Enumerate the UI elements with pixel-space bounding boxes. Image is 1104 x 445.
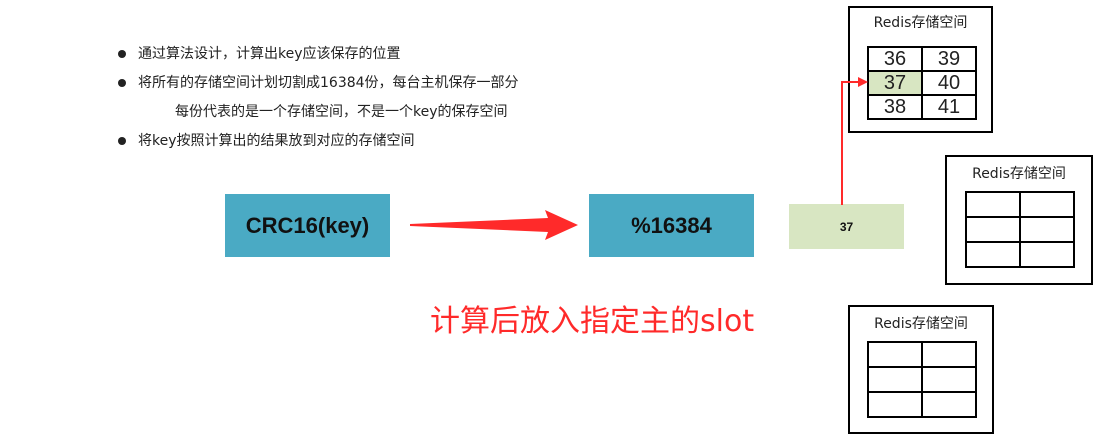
slot-cell xyxy=(867,366,923,393)
slot-cell xyxy=(1019,241,1075,268)
redis-storage-title: Redis存储空间 xyxy=(874,316,968,332)
slot-cell xyxy=(965,241,1021,268)
slot-cell xyxy=(965,216,1021,243)
redis-storage-title: Redis存储空间 xyxy=(972,166,1066,182)
bullet-item: 通过算法设计，计算出key应该保存的位置 xyxy=(118,40,519,69)
slot-cell: 39 xyxy=(921,46,977,72)
bullet-item: 将key按照计算出的结果放到对应的存储空间 xyxy=(118,127,519,156)
bullet-dot-icon xyxy=(118,79,126,87)
redis-storage-2: Redis存储空间 xyxy=(945,155,1093,285)
slot-cell xyxy=(965,191,1021,218)
bullet-text: 每份代表的是一个存储空间，不是一个key的保存空间 xyxy=(175,104,508,120)
redis-storage-1: Redis存储空间 36 39 37 40 38 41 xyxy=(848,6,993,133)
slot-cell xyxy=(1019,191,1075,218)
caption-text: 计算后放入指定主的slot xyxy=(430,304,755,339)
slot-grid xyxy=(867,341,977,418)
slot-cell xyxy=(921,366,977,393)
bullet-item-continuation: 每份代表的是一个存储空间，不是一个key的保存空间 xyxy=(118,98,519,127)
bullet-text: 通过算法设计，计算出key应该保存的位置 xyxy=(138,46,401,62)
redis-storage-title: Redis存储空间 xyxy=(873,15,968,31)
slot-grid: 36 39 37 40 38 41 xyxy=(867,46,977,120)
slot-grid xyxy=(965,191,1075,268)
slot-connector-arrow-icon xyxy=(841,81,860,205)
redis-storage-3: Redis存储空间 xyxy=(848,305,994,434)
bullet-dot-icon xyxy=(118,50,126,58)
slot-cell xyxy=(1019,216,1075,243)
slot-cell xyxy=(921,341,977,368)
slot-cell xyxy=(867,341,923,368)
slot-cell xyxy=(867,391,923,418)
bullet-list: 通过算法设计，计算出key应该保存的位置 将所有的存储空间计划切割成16384份… xyxy=(118,40,519,156)
bullet-text: 将所有的存储空间计划切割成16384份，每台主机保存一部分 xyxy=(138,75,519,91)
bullet-item: 将所有的存储空间计划切割成16384份，每台主机保存一部分 xyxy=(118,69,519,98)
flow-arrow-icon xyxy=(410,210,578,240)
slot-result-box: 37 xyxy=(789,204,904,249)
slot-cell: 36 xyxy=(867,46,923,72)
slot-connector-arrowhead-icon xyxy=(858,77,868,87)
mod-16384-box: %16384 xyxy=(589,194,754,257)
slot-cell-highlighted: 37 xyxy=(867,70,923,96)
slot-cell: 40 xyxy=(921,70,977,96)
bullet-text: 将key按照计算出的结果放到对应的存储空间 xyxy=(138,133,415,149)
slot-cell xyxy=(921,391,977,418)
slot-cell: 38 xyxy=(867,94,923,120)
crc16-box: CRC16(key) xyxy=(225,194,390,257)
bullet-dot-icon xyxy=(118,137,126,145)
slot-cell: 41 xyxy=(921,94,977,120)
